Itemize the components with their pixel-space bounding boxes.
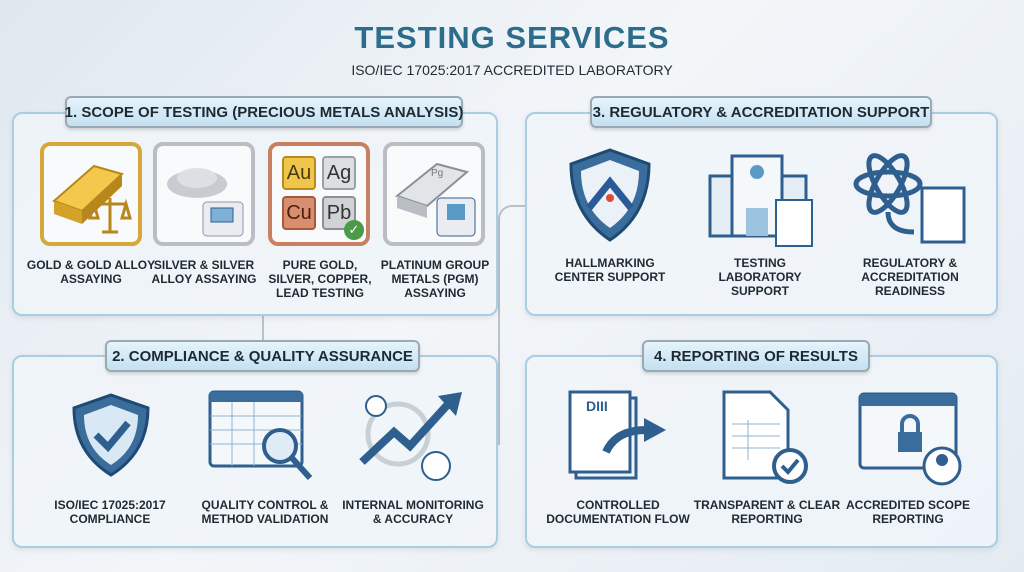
gold-bar-scale-icon — [40, 142, 142, 246]
laboratory-building-icon — [708, 154, 813, 247]
atom-document-icon — [853, 153, 966, 244]
page-title: TESTING SERVICES — [354, 20, 670, 55]
item-label: QUALITY CONTROL & METHOD VALIDATION — [201, 498, 329, 526]
page-subtitle: ISO/IEC 17025:2017 ACCREDITED LABORATORY — [351, 62, 673, 78]
shield-check-icon — [72, 393, 150, 477]
silver-granules-analyzer-icon — [153, 142, 255, 246]
element-ag: Ag — [322, 156, 356, 190]
item-label: ACCREDITED SCOPE REPORTING — [845, 498, 970, 526]
secure-browser-icon — [858, 392, 962, 486]
item-label: TESTING LABORATORY SUPPORT — [718, 256, 802, 298]
document-flow-icon — [568, 390, 666, 480]
doc-mark: DIII — [586, 398, 608, 414]
section-header: 4. REPORTING OF RESULTS — [642, 340, 870, 372]
item-label: GOLD & GOLD ALLOY ASSAYING — [26, 258, 156, 286]
section-header: 2. COMPLIANCE & QUALITY ASSURANCE — [105, 340, 420, 372]
bar-mark: Pg — [431, 168, 444, 179]
connector-line — [498, 205, 528, 445]
check-icon: ✓ — [344, 220, 364, 240]
item-label: HALLMARKING CENTER SUPPORT — [554, 256, 666, 284]
section-header: 3. REGULATORY & ACCREDITATION SUPPORT — [590, 96, 932, 128]
item-label: CONTROLLED DOCUMENTATION FLOW — [546, 498, 690, 526]
element-pb: Pb — [322, 196, 356, 230]
item-label: REGULATORY & ACCREDITATION READINESS — [861, 256, 959, 298]
spreadsheet-magnifier-icon — [208, 390, 313, 481]
trend-arrow-icon — [359, 392, 462, 481]
item-label: PURE GOLD, SILVER, COPPER, LEAD TESTING — [268, 258, 372, 300]
platinum-bar-analyzer-icon: Pg — [383, 142, 485, 246]
item-label: SILVER & SILVER ALLOY ASSAYING — [151, 258, 257, 286]
element-tiles-icon: Au Ag Cu Pb ✓ — [268, 142, 370, 246]
item-label: TRANSPARENT & CLEAR REPORTING — [693, 498, 841, 526]
connector-line — [262, 316, 264, 356]
hallmark-shield-icon — [569, 148, 651, 242]
item-label: ISO/IEC 17025:2017 COMPLIANCE — [54, 498, 166, 526]
section-header: 1. SCOPE OF TESTING (PRECIOUS METALS ANA… — [65, 96, 463, 128]
item-label: INTERNAL MONITORING & ACCURACY — [342, 498, 484, 526]
report-check-icon — [722, 390, 808, 484]
element-cu: Cu — [282, 196, 316, 230]
item-label: PLATINUM GROUP METALS (PGM) ASSAYING — [380, 258, 490, 300]
element-au: Au — [282, 156, 316, 190]
